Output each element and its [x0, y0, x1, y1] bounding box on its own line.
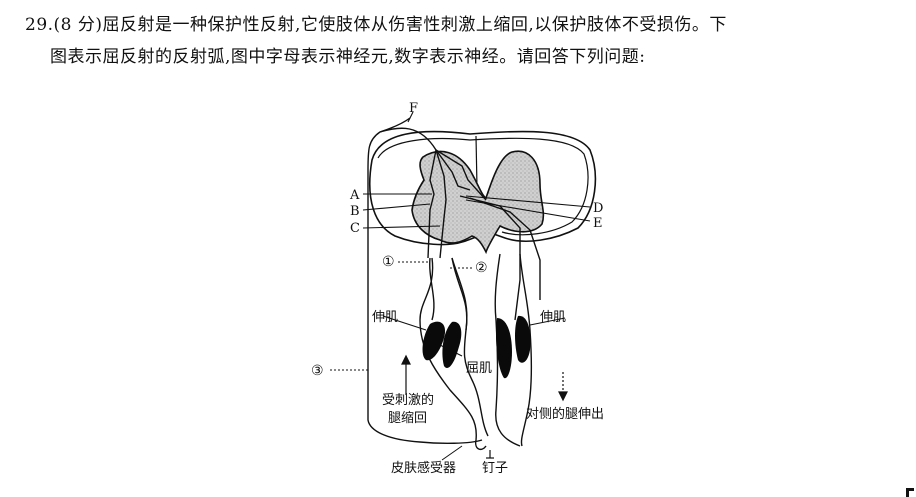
label-nerve-2: ②: [475, 260, 488, 276]
label-nail: 钉子: [482, 461, 508, 476]
label-nerve-1: ①: [382, 254, 395, 270]
page-corner-mark: [906, 488, 914, 497]
label-skin-receptor: 皮肤感受器: [391, 460, 456, 476]
question-line-1: 29.(8 分)屈反射是一种保护性反射,它使肢体从伤害性刺激上缩回,以保护肢体不…: [25, 15, 727, 35]
label-A: A: [349, 188, 360, 203]
question-line-2: 图表示屈反射的反射弧,图中字母表示神经元,数字表示神经。请回答下列问题:: [50, 47, 646, 67]
label-leader-lines: [330, 111, 591, 371]
left-extensor-muscle: [422, 321, 446, 361]
label-stimulated-leg-1: 受刺激的: [382, 392, 434, 408]
movement-arrows: [401, 354, 568, 459]
label-F: F: [409, 101, 418, 116]
label-D: D: [593, 201, 603, 216]
right-flexor-muscle: [495, 318, 512, 379]
label-E: E: [593, 216, 603, 231]
left-flexor-muscle: [442, 321, 462, 369]
label-flexor: 屈肌: [466, 361, 492, 376]
label-B: B: [350, 204, 360, 219]
right-extensor-muscle: [515, 315, 531, 363]
label-opposite-leg: 对侧的腿伸出: [526, 406, 604, 422]
label-stimulated-leg-2: 腿缩回: [388, 410, 427, 426]
label-extensor-right: 伸肌: [540, 310, 566, 325]
receptor-leader-line: [441, 445, 463, 461]
neuron-pathways: [367, 117, 541, 445]
label-C: C: [350, 221, 360, 236]
label-extensor-left: 伸肌: [372, 310, 398, 325]
muscles: [422, 315, 531, 379]
label-nerve-3: ③: [311, 363, 324, 379]
legs: [419, 253, 533, 451]
